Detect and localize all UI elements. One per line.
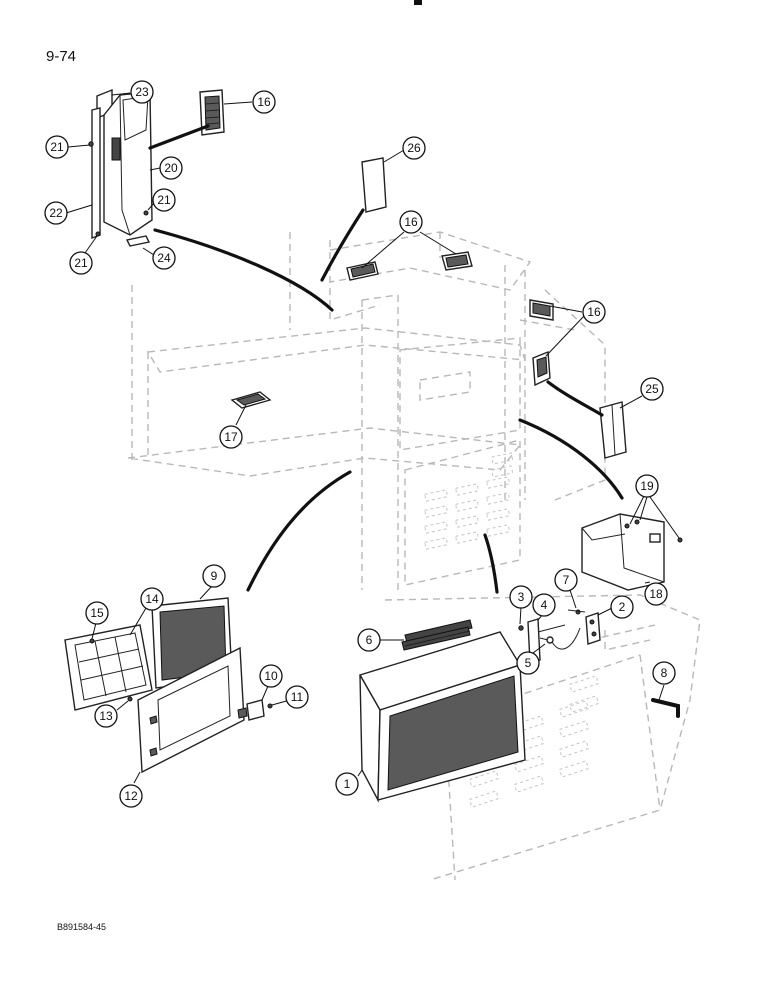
- callout-21: 21: [45, 135, 69, 159]
- bracket-18: [581, 513, 683, 591]
- callout-6: 6: [357, 628, 381, 652]
- wrench-8: [651, 698, 680, 718]
- grille-14: [64, 624, 153, 711]
- callout-2: 2: [610, 595, 634, 619]
- svg-text:24: 24: [157, 251, 171, 265]
- cab-frame-outline: [127, 231, 701, 881]
- svg-text:19: 19: [640, 479, 654, 493]
- svg-text:16: 16: [257, 95, 271, 109]
- door-12: [137, 646, 245, 774]
- callout-24: 24: [152, 246, 176, 270]
- callout-3: 3: [509, 585, 533, 609]
- callout-1: 1: [335, 772, 359, 796]
- pillar-vents-16: [529, 299, 554, 387]
- roof-vents-16: [346, 251, 473, 281]
- side-panel-louvers: [424, 452, 514, 550]
- svg-text:21: 21: [74, 256, 88, 270]
- callout-20: 20: [159, 156, 183, 180]
- svg-text:15: 15: [90, 606, 104, 620]
- callout-23: 23: [130, 80, 154, 104]
- seal-6: [401, 619, 473, 651]
- svg-text:5: 5: [525, 656, 532, 670]
- svg-text:3: 3: [518, 590, 525, 604]
- leader-lines: [65, 92, 680, 784]
- svg-text:18: 18: [649, 587, 663, 601]
- svg-text:7: 7: [563, 573, 570, 587]
- svg-text:20: 20: [164, 161, 178, 175]
- svg-text:21: 21: [157, 193, 171, 207]
- callout-21: 21: [152, 188, 176, 212]
- filter-1: [358, 631, 526, 803]
- callout-14: 14: [140, 587, 164, 611]
- drawing-code: B891584-45: [57, 922, 107, 932]
- part-22-seal: [91, 107, 101, 240]
- svg-text:8: 8: [661, 666, 668, 680]
- svg-text:26: 26: [407, 141, 421, 155]
- floor-vent-17: [230, 391, 272, 409]
- callout-26: 26: [402, 136, 426, 160]
- location-arrows: [148, 124, 624, 594]
- callout-5: 5: [516, 651, 540, 675]
- page-top-mark: [414, 0, 422, 5]
- part-26-block: [361, 157, 387, 213]
- callout-18: 18: [644, 582, 668, 606]
- callout-8: 8: [652, 661, 676, 685]
- page-number: 9-74: [46, 48, 77, 65]
- part-24-clip: [125, 235, 151, 247]
- svg-text:17: 17: [224, 430, 238, 444]
- svg-text:21: 21: [50, 140, 64, 154]
- svg-text:16: 16: [587, 305, 601, 319]
- svg-text:1: 1: [344, 777, 351, 791]
- callout-21: 21: [69, 251, 93, 275]
- svg-text:23: 23: [135, 85, 149, 99]
- vent-16-upper: [199, 89, 225, 136]
- callout-17: 17: [219, 425, 243, 449]
- callout-10: 10: [259, 664, 283, 688]
- callouts: 23 16 21 20 21 22 21 24 26 16 16 17 25 1…: [44, 80, 676, 808]
- svg-text:16: 16: [404, 215, 418, 229]
- svg-text:25: 25: [645, 382, 659, 396]
- svg-text:22: 22: [49, 206, 63, 220]
- callout-13: 13: [94, 704, 118, 728]
- duct-assembly: [88, 88, 153, 247]
- callout-19: 19: [635, 474, 659, 498]
- callout-9: 9: [202, 564, 226, 588]
- svg-text:9: 9: [211, 569, 218, 583]
- callout-4: 4: [532, 593, 556, 617]
- lower-body-louvers: [468, 675, 600, 808]
- latch-10: [237, 699, 273, 721]
- svg-text:4: 4: [541, 598, 548, 612]
- svg-text:10: 10: [264, 669, 278, 683]
- callout-22: 22: [44, 201, 68, 225]
- callout-16: 16: [582, 300, 606, 324]
- svg-text:13: 13: [99, 709, 113, 723]
- callout-25: 25: [640, 377, 664, 401]
- svg-text:14: 14: [145, 592, 159, 606]
- svg-text:12: 12: [124, 789, 138, 803]
- svg-text:6: 6: [366, 633, 373, 647]
- callout-15: 15: [85, 601, 109, 625]
- svg-text:11: 11: [291, 690, 304, 704]
- callout-16: 16: [399, 210, 423, 234]
- svg-text:2: 2: [619, 600, 626, 614]
- latch-hardware: [518, 609, 601, 664]
- callout-11: 11: [285, 685, 309, 709]
- callout-12: 12: [119, 784, 143, 808]
- callout-16: 16: [252, 90, 276, 114]
- callout-7: 7: [554, 568, 578, 592]
